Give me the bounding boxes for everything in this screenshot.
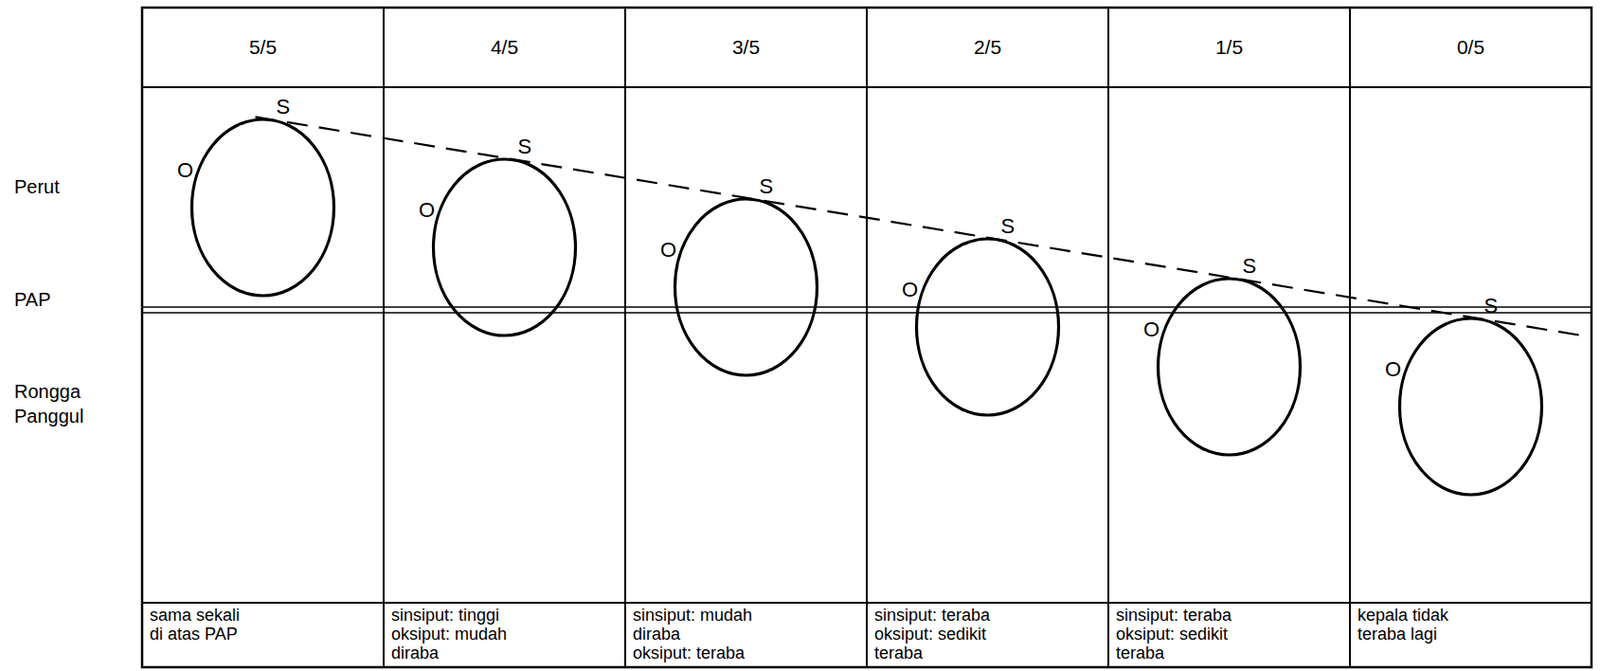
label-text: sinsiput: teraba <box>874 606 1017 626</box>
table-cell: oksiput: teraba <box>632 644 775 664</box>
sinciput-letter: S <box>276 96 291 118</box>
label-text: O <box>901 279 918 301</box>
label-text: Perut <box>14 174 128 199</box>
table-cell: kepala tidak teraba lagi <box>1357 606 1472 645</box>
label-text: 3/5 <box>625 35 867 59</box>
occiput-letter: O <box>177 160 194 181</box>
label-text: oksiput: sedikit teraba <box>1115 625 1259 664</box>
fetal-head <box>1158 278 1301 455</box>
label-text: 0/5 <box>1349 35 1592 59</box>
grid-line <box>1348 7 1351 667</box>
table-cell: oksiput: sedikit teraba <box>1115 625 1259 664</box>
pelvic-inlet-line <box>142 305 1592 308</box>
label-text: O <box>418 199 435 221</box>
label-text: 4/5 <box>383 35 626 59</box>
label-text: oksiput: teraba <box>632 644 775 664</box>
label-text: S <box>276 96 291 118</box>
table-cell: sinsiput: teraba <box>1115 606 1259 626</box>
occiput-letter: O <box>901 279 918 301</box>
fetal-head <box>916 238 1060 415</box>
label-text: sinsiput: tinggi <box>391 606 534 626</box>
label-text: S <box>1484 295 1499 317</box>
fifths-heading: 1/5 <box>1108 35 1350 59</box>
fifths-heading: 0/5 <box>1349 35 1592 59</box>
occiput-letter: O <box>660 239 677 261</box>
label-text: sama sekali di atas PAP <box>149 606 250 645</box>
label-text: S <box>1001 215 1016 237</box>
sinciput-letter: S <box>1001 215 1016 237</box>
fetal-head <box>675 198 818 376</box>
pelvic-inlet-line <box>142 311 1592 314</box>
label-text: oksiput: sedikit teraba <box>874 625 1017 664</box>
occiput-letter: O <box>418 199 435 221</box>
label-text: 2/5 <box>866 35 1109 59</box>
label-text: oksiput: mudah diraba <box>391 625 534 664</box>
table-cell: sama sekali di atas PAP <box>149 606 250 645</box>
label-text: S <box>1242 255 1258 277</box>
table-cell: oksiput: sedikit teraba <box>874 625 1017 664</box>
sinciput-letter: S <box>759 176 774 198</box>
label-text: O <box>660 239 677 261</box>
table-cell: sinsiput: tinggi <box>391 606 534 626</box>
label-text: S <box>518 136 533 158</box>
fetal-head <box>192 119 335 296</box>
sinciput-letter: S <box>1242 255 1258 277</box>
region-label: PAP <box>14 287 128 312</box>
label-text: S <box>759 176 774 198</box>
table-cell: sinsiput: mudah diraba <box>632 606 775 645</box>
occiput-letter: O <box>1384 359 1402 380</box>
label-text: sinsiput: mudah diraba <box>632 606 775 645</box>
descent-line <box>255 116 1582 335</box>
grid-line <box>382 7 385 667</box>
label-text: sinsiput: teraba <box>1115 606 1259 626</box>
region-label: Perut <box>14 174 128 199</box>
grid-line <box>1107 7 1110 667</box>
label-text: 1/5 <box>1108 35 1350 59</box>
region-label: Rongga Panggul <box>14 378 109 429</box>
label-text: O <box>1384 359 1402 380</box>
occiput-letter: O <box>1143 319 1160 341</box>
grid-line <box>865 7 868 667</box>
label-text: Rongga Panggul <box>14 378 109 429</box>
sinciput-letter: S <box>518 136 533 158</box>
grid-line <box>624 7 627 667</box>
sinciput-letter: S <box>1484 295 1499 317</box>
fifths-heading: 5/5 <box>142 35 384 59</box>
label-text: O <box>1143 319 1160 341</box>
fifths-heading: 4/5 <box>383 35 626 59</box>
label-text: kepala tidak teraba lagi <box>1357 606 1472 645</box>
fifths-heading: 3/5 <box>625 35 867 59</box>
label-text: PAP <box>14 287 128 312</box>
table-cell: oksiput: mudah diraba <box>391 625 534 664</box>
fifths-heading: 2/5 <box>866 35 1109 59</box>
fetal-head <box>1400 318 1543 495</box>
table-border <box>142 7 1592 667</box>
label-text: 5/5 <box>142 35 384 59</box>
fetal-head <box>433 159 576 336</box>
table-cell: sinsiput: teraba <box>874 606 1017 626</box>
label-text: O <box>177 160 194 181</box>
